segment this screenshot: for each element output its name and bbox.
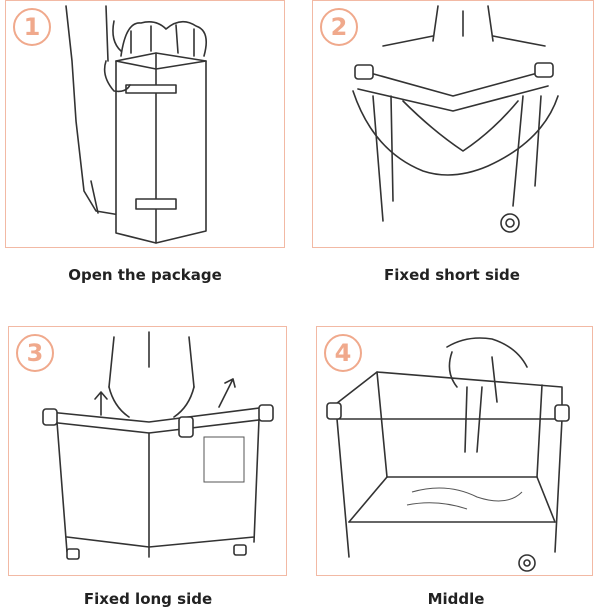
step-number-badge: 3 bbox=[16, 334, 54, 372]
illustration-long-side bbox=[42, 331, 274, 560]
step-caption-3: Fixed long side bbox=[83, 590, 213, 608]
step-caption-2: Fixed short side bbox=[384, 266, 520, 284]
step-caption-4: Middle bbox=[427, 590, 485, 608]
step-panel-1: 1 bbox=[5, 0, 285, 248]
step-caption-1: Open the package bbox=[68, 266, 222, 284]
step-panel-4: 4 bbox=[316, 326, 593, 576]
step-panel-2: 2 bbox=[312, 0, 594, 248]
step-number-badge: 1 bbox=[13, 8, 51, 46]
illustration-middle bbox=[326, 337, 570, 572]
illustration-open-package bbox=[65, 5, 207, 244]
step-panel-3: 3 bbox=[8, 326, 287, 576]
illustration-short-side bbox=[352, 5, 559, 233]
step-number-badge: 4 bbox=[324, 334, 362, 372]
step-number-badge: 2 bbox=[320, 8, 358, 46]
